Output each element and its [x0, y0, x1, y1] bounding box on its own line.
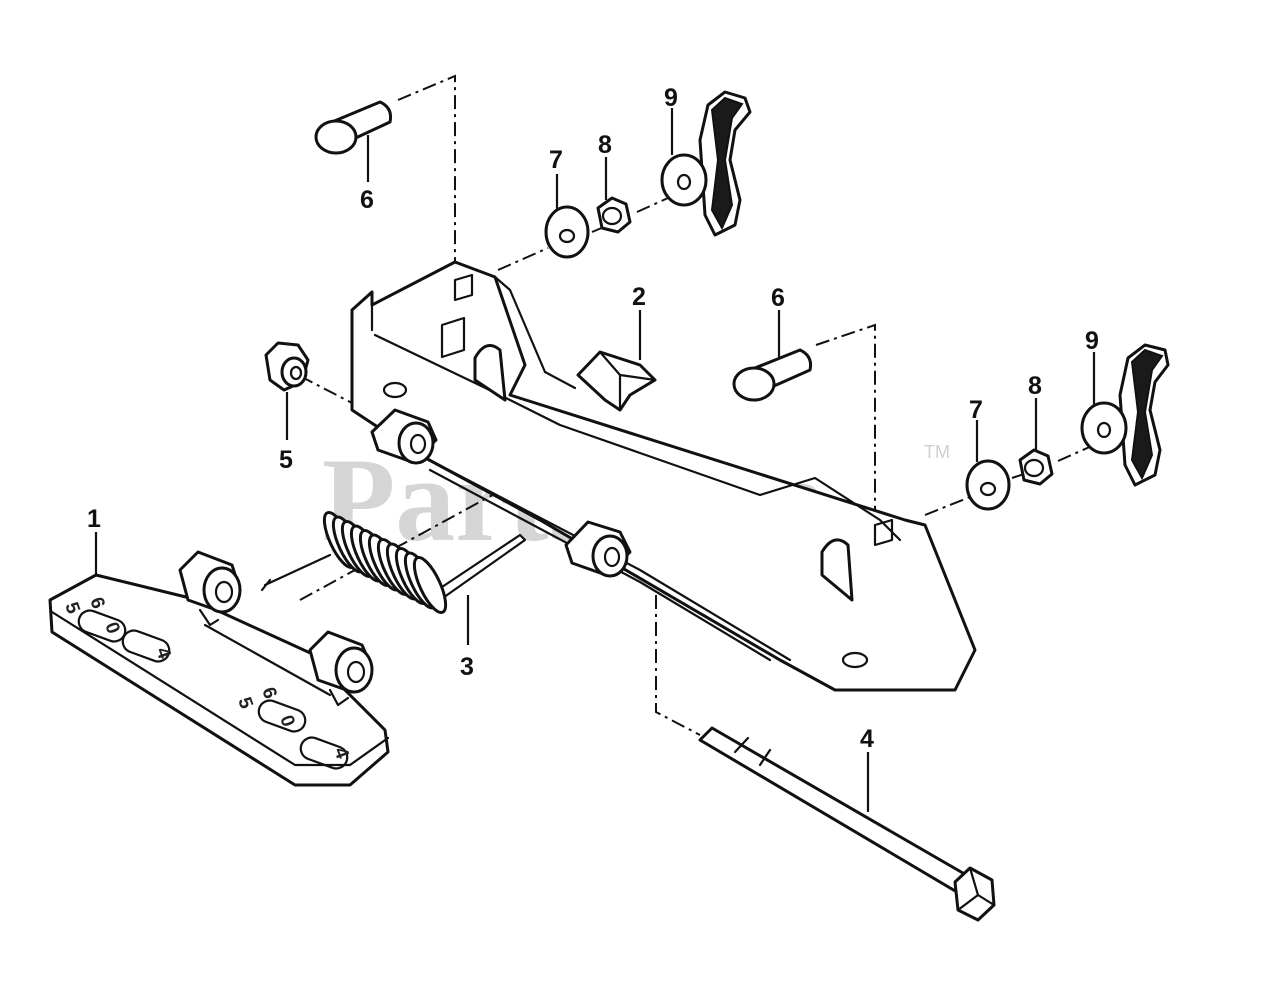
part-9-knob-upper — [660, 90, 752, 237]
callout-2: 2 — [632, 283, 646, 311]
callout-3: 3 — [460, 653, 474, 681]
trademark: TM — [924, 442, 950, 462]
callout-7-lower: 7 — [969, 396, 983, 424]
callout-4: 4 — [860, 725, 874, 753]
callout-8-upper: 8 — [598, 131, 612, 159]
part-7-washer-upper — [544, 205, 590, 259]
callout-6-lower: 6 — [771, 284, 785, 312]
part-2-bracket — [350, 260, 977, 692]
part-6-bolt-lower — [732, 348, 812, 402]
callout-7-upper: 7 — [549, 146, 563, 174]
callout-8-lower: 8 — [1028, 372, 1042, 400]
part-1-plate: 6 5 0 4 6 5 0 4 — [48, 550, 390, 787]
part-4-hex-bolt — [698, 726, 996, 922]
callout-5: 5 — [279, 446, 293, 474]
callouts: 1 2 3 4 5 6 6 7 7 8 8 9 9 — [87, 84, 1099, 753]
callout-6-upper: 6 — [360, 186, 374, 214]
bracket-bushing-upper — [370, 408, 438, 465]
part-7-washer-lower — [965, 459, 1011, 511]
callout-9-upper: 9 — [664, 84, 678, 112]
part-5-hex-nut — [264, 341, 310, 392]
spring-coil — [412, 555, 448, 615]
part-6-bolt-upper — [314, 100, 392, 155]
part-3-spring — [260, 510, 527, 615]
part-9-knob-lower — [1080, 343, 1170, 487]
callout-9-lower: 9 — [1085, 327, 1099, 355]
bracket-bushing-lower — [564, 520, 632, 578]
callout-1: 1 — [87, 505, 101, 533]
pivot-rod — [418, 453, 792, 662]
part-8-nut-upper — [596, 196, 632, 234]
part-8-nut-lower — [1018, 448, 1054, 486]
leader-lines — [94, 108, 1096, 812]
